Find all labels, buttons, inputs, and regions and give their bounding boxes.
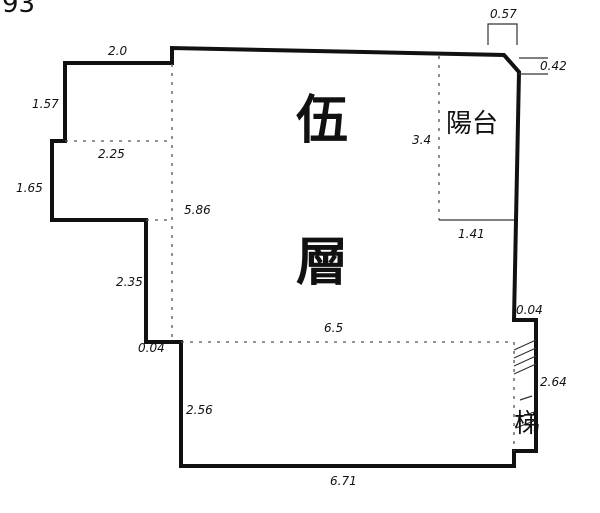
dim-offset-right: 0.04 [516,303,543,317]
dim-balcony-width: 1.41 [458,227,485,241]
room-label-balcony: 陽台 [446,109,498,139]
room-label-stair: 梯 [514,409,540,439]
dim-middle-width: 6.5 [324,321,343,335]
stair-hatch [513,339,537,429]
corner-dimension-bracket [487,23,518,45]
corner-height-bracket [519,57,548,75]
dim-bottom-width: 6.71 [330,474,357,488]
dim-left-top-height: 1.57 [32,97,59,111]
dim-top-corner-height: 0.42 [540,59,567,73]
dim-lower-height: 2.56 [186,403,213,417]
dim-top-corner-width: 0.57 [490,7,517,21]
outer-wall [50,45,538,468]
dim-left-lower-height: 2.35 [116,275,143,289]
floor-label-bottom: 層 [296,232,348,293]
dim-left-mid-width: 2.25 [98,147,125,161]
dim-stair-height: 2.64 [540,375,567,389]
dim-balcony-height: 3.4 [412,133,431,147]
dim-left-mid-height: 1.65 [16,181,43,195]
dim-offset-left: 0.04 [138,341,165,355]
dim-center-height: 5.86 [184,203,211,217]
corner-number: 93 [2,0,35,19]
dim-top-left-width: 2.0 [108,44,127,58]
floor-label-top: 伍 [296,90,348,151]
